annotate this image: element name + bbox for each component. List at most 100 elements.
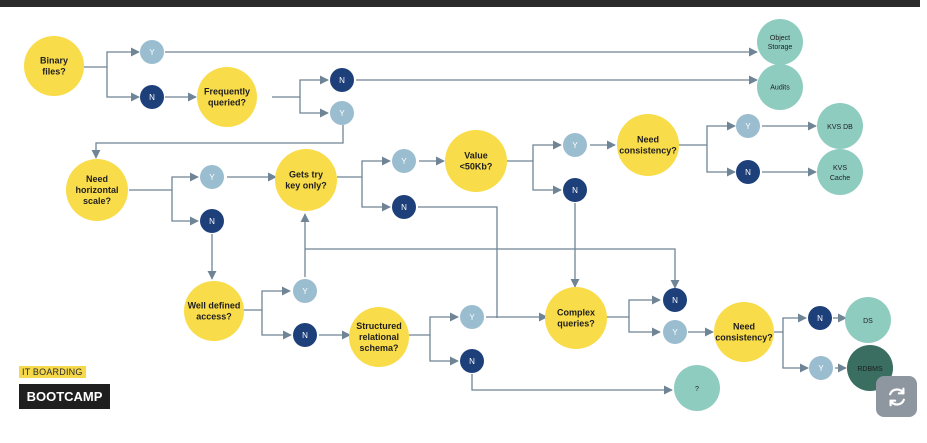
connector-line xyxy=(261,310,292,340)
connector-line xyxy=(471,374,673,395)
decision-value-50kb: Value<50Kb? xyxy=(445,130,507,192)
terminal-unknown: ? xyxy=(674,365,720,411)
connector-lines xyxy=(84,47,847,395)
connector-line xyxy=(409,312,459,336)
connector-line xyxy=(429,335,459,366)
answer-yes: Y xyxy=(140,40,164,64)
answer-label: N xyxy=(469,357,475,366)
connector-line xyxy=(243,286,291,311)
connector-line xyxy=(337,156,391,178)
answer-label: Y xyxy=(672,328,678,337)
connector-line xyxy=(774,313,807,333)
brand-logo: IT BOARDING BOOTCAMP xyxy=(19,362,110,409)
refresh-icon xyxy=(888,387,905,406)
answer-no: N xyxy=(563,178,587,202)
answer-label: N xyxy=(817,314,823,323)
top-bar xyxy=(0,0,920,7)
connector-line xyxy=(305,248,680,289)
answer-label: N xyxy=(149,93,155,102)
answer-yes: Y xyxy=(392,149,416,173)
answer-label: N xyxy=(745,168,751,177)
answer-label: Y xyxy=(149,48,155,57)
connector-line xyxy=(418,206,498,318)
answer-no: N xyxy=(392,195,416,219)
terminal-label: DS xyxy=(863,318,873,325)
connector-line xyxy=(628,317,661,337)
answer-no: N xyxy=(663,288,687,312)
terminal-label: KVS DB xyxy=(827,124,853,131)
connector-line xyxy=(507,140,562,162)
answer-no: N xyxy=(736,160,760,184)
connector-line xyxy=(299,97,329,118)
answer-yes: Y xyxy=(563,133,587,157)
connector-line xyxy=(782,332,809,373)
answer-label: Y xyxy=(469,313,475,322)
terminal-audits: Audits xyxy=(757,64,803,110)
answer-label: N xyxy=(339,76,345,85)
answer-yes: Y xyxy=(330,101,354,125)
answer-label: N xyxy=(401,203,407,212)
answer-label: Y xyxy=(209,173,215,182)
answer-label: N xyxy=(302,331,308,340)
answer-label: N xyxy=(209,217,215,226)
answer-label: Y xyxy=(818,364,824,373)
refresh-button[interactable] xyxy=(876,376,917,417)
connector-line xyxy=(84,47,140,68)
answer-label: Y xyxy=(339,109,345,118)
terminal-label: RDBMS xyxy=(857,366,883,373)
answer-yes: Y xyxy=(809,356,833,380)
answer-no: N xyxy=(293,323,317,347)
connector-line xyxy=(706,145,736,177)
decision-label: Value<50Kb? xyxy=(460,151,493,172)
connector-line xyxy=(678,121,736,146)
answer-yes: Y xyxy=(293,279,317,303)
answer-label: Y xyxy=(745,122,751,131)
answer-no: N xyxy=(808,306,832,330)
answer-yes: Y xyxy=(460,305,484,329)
connector-line xyxy=(361,177,391,212)
brand-tag: IT BOARDING xyxy=(19,366,86,378)
answer-label: N xyxy=(672,296,678,305)
answer-no: N xyxy=(200,209,224,233)
connector-line xyxy=(532,161,562,195)
answer-label: Y xyxy=(302,287,308,296)
answer-no: N xyxy=(460,349,484,373)
connector-line xyxy=(606,295,661,318)
brand-name: BOOTCAMP xyxy=(19,384,110,409)
terminal-kvs-db: KVS DB xyxy=(817,103,863,149)
terminal-label: Audits xyxy=(770,84,790,91)
answer-label: Y xyxy=(572,141,578,150)
connector-line xyxy=(171,190,199,226)
answer-no: N xyxy=(140,85,164,109)
answer-yes: Y xyxy=(663,320,687,344)
answer-no: N xyxy=(330,68,354,92)
connector-line xyxy=(106,67,140,102)
answer-yes: Y xyxy=(200,165,224,189)
answer-yes: Y xyxy=(736,114,760,138)
terminal-label: ? xyxy=(695,386,699,393)
connector-line xyxy=(91,125,344,159)
answer-label: Y xyxy=(401,157,407,166)
